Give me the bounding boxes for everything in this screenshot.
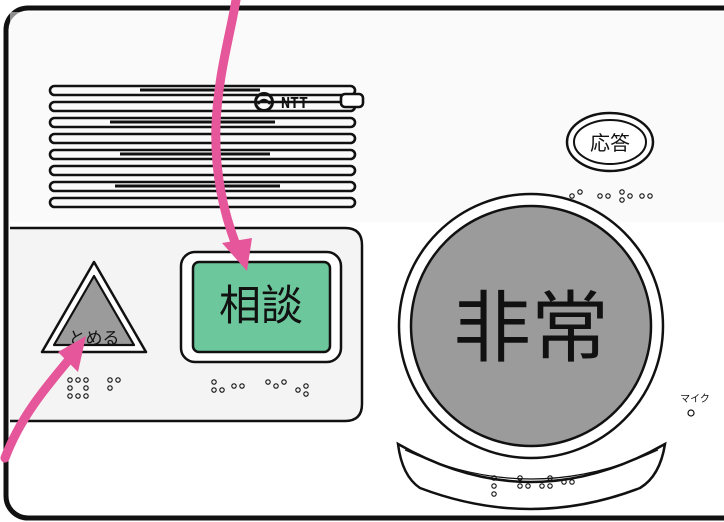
consult-button[interactable]: 相談 xyxy=(179,250,343,364)
speaker-grille-dark-lines xyxy=(110,88,280,188)
braille-stop xyxy=(67,377,121,399)
braille-answer xyxy=(569,189,653,203)
mic-hole-icon xyxy=(687,409,695,417)
consult-button-label: 相談 xyxy=(219,281,303,330)
ntt-logo-icon xyxy=(254,92,274,112)
emergency-crescent-inner xyxy=(404,449,659,480)
answer-button-label: 応答 xyxy=(590,131,630,155)
braille-emergency xyxy=(491,475,575,497)
pink-arrowheads xyxy=(58,238,252,372)
indicator-lamp-icon xyxy=(339,92,365,109)
pink-arrow-icon xyxy=(0,0,241,463)
emergency-button[interactable]: 非常 xyxy=(397,192,665,460)
mic-label: マイク xyxy=(680,393,710,405)
braille-consult xyxy=(211,379,309,397)
emergency-crescent xyxy=(396,441,667,511)
emergency-button-label: 非常 xyxy=(453,284,609,374)
brand-text: NTT xyxy=(281,94,308,112)
answer-button[interactable]: 応答 xyxy=(565,111,655,173)
speaker-grille-icon xyxy=(48,84,357,209)
